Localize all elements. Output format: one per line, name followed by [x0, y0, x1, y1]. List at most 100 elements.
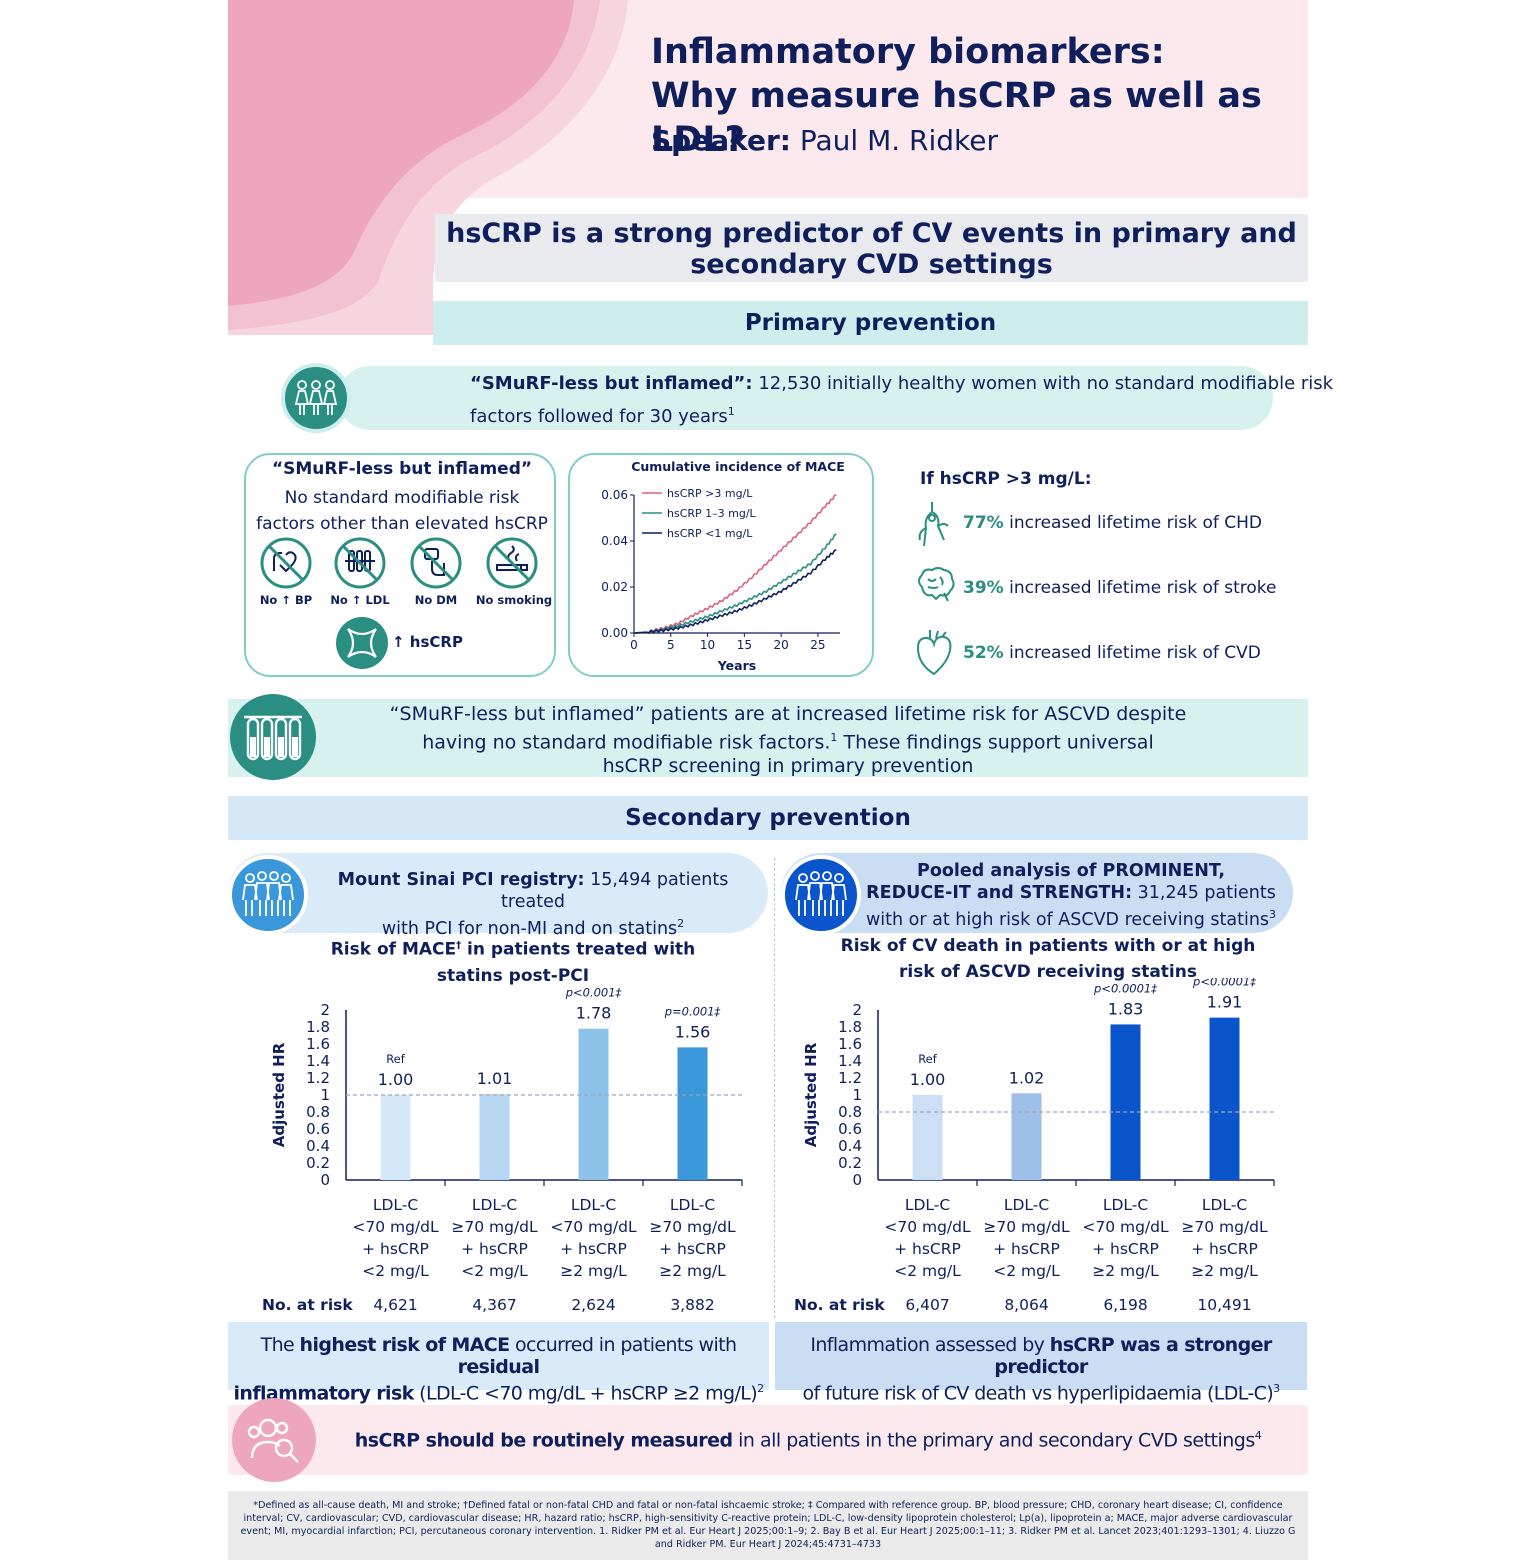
right-chart-title-line-2: risk of ASCVD receiving statins	[899, 962, 1197, 982]
left-chart-title-1a: Risk of MACE	[330, 939, 457, 960]
x-tick-label: 10	[700, 638, 715, 652]
category-label-0-1: <70 mg/dL	[352, 1218, 439, 1236]
cv-death-takeaway-line-1: Inflammation assessed by hsCRP was a str…	[775, 1334, 1307, 1378]
at-risk-value-1: 4,367	[472, 1296, 516, 1314]
women-group-icon	[281, 363, 351, 433]
mace-takeaway-1d: residual	[457, 1356, 540, 1378]
y-tick-label: 2	[852, 1001, 862, 1019]
patients-group-icon	[228, 855, 308, 935]
bar-annotation-0: Ref	[918, 1052, 938, 1066]
cigarette-icon	[486, 537, 538, 589]
primary-conclusion-text: “SMuRF-less but inflamed” patients are a…	[388, 702, 1188, 778]
bar-annotation-0: Ref	[386, 1052, 406, 1066]
smurf-study-desc: 12,530 initially healthy women with no s…	[470, 373, 1334, 427]
pooled-analysis-text: Pooled analysis of PROMINENT, REDUCE-IT …	[861, 860, 1281, 931]
mace-bar-chart: Adjusted HR00.20.40.60.811.21.41.61.821.…	[262, 986, 743, 1314]
left-chart-title-1b: in patients treated with	[461, 939, 696, 960]
bar-2	[1110, 1024, 1141, 1180]
right-chart-title-line-1: Risk of CV death in patients with or at …	[840, 936, 1256, 956]
series-line-0	[633, 494, 837, 634]
risk-chd-pct: 77%	[963, 513, 1004, 533]
x-tick-label: 0	[630, 638, 638, 652]
speaker-name: Paul M. Ridker	[790, 124, 999, 157]
at-risk-value-1: 8,064	[1004, 1296, 1048, 1314]
y-tick-label: 1.2	[838, 1069, 862, 1087]
category-label-2-1: <70 mg/dL	[1082, 1218, 1169, 1236]
mace-takeaway-1b: highest risk of MACE	[299, 1334, 511, 1356]
left-chart-title: Risk of MACE† in patients treated with s…	[268, 933, 758, 989]
poster: Inflammatory biomarkers: Why measure hsC…	[228, 0, 1333, 1560]
y-axis-label: Adjusted HR	[802, 1042, 820, 1147]
icon-label-ldl: No ↑ LDL	[330, 593, 390, 607]
cv-death-takeaway-line-2: of future risk of CV death vs hyperlipid…	[775, 1378, 1307, 1404]
mace-takeaway-1c: occurred in patients with	[509, 1334, 737, 1356]
bar-value-label-1: 1.01	[477, 1069, 513, 1088]
banner-line-2: secondary CVD settings	[690, 249, 1053, 280]
speaker-label: Speaker:	[651, 124, 791, 157]
category-label-2-2: + hsCRP	[560, 1240, 627, 1258]
smurf-study-text: “SMuRF-less but inflamed”: 12,530 initia…	[470, 370, 1360, 431]
y-tick-label: 0.4	[306, 1137, 330, 1155]
pooled-text-2: 31,245 patients	[1132, 883, 1276, 903]
cv-death-takeaway-1b: hsCRP was a stronger predictor	[994, 1334, 1272, 1378]
y-tick-label: 0.00	[601, 626, 628, 640]
women-group-glyph	[294, 380, 338, 415]
risk-stroke-text: increased lifetime risk of stroke	[1003, 578, 1277, 598]
ref-3: 3	[1269, 908, 1277, 921]
inflammation-icon	[336, 617, 388, 669]
ref-1-b: 1	[830, 731, 838, 744]
legend-label-2: hsCRP <1 mg/L	[667, 527, 753, 540]
mount-sinai-line-1: Mount Sinai PCI registry: 15,494 patient…	[308, 869, 758, 913]
right-chart-title: Risk of CV death in patients with or at …	[813, 933, 1283, 985]
left-chart-title-line-2: statins post-PCI	[436, 965, 590, 986]
bar-annotation-2: p<0.001‡	[565, 986, 622, 1000]
risk-chd-text: increased lifetime risk of CHD	[1003, 513, 1263, 533]
risk-cvd-text: increased lifetime risk of CVD	[1003, 643, 1261, 663]
series-line-2	[633, 549, 837, 634]
test-tubes-icon	[334, 537, 386, 589]
mace-takeaway-1a: The	[260, 1334, 300, 1356]
mount-sinai-text-2: with PCI for non-MI and on statins	[381, 918, 678, 939]
at-risk-value-0: 6,407	[905, 1296, 949, 1314]
footnote: *Defined as all-cause death, MI and stro…	[228, 1491, 1308, 1560]
bar-value-label-2: 1.83	[1108, 999, 1144, 1018]
mace-takeaway-line-1: The highest risk of MACE occurred in pat…	[228, 1334, 769, 1378]
icon-label-bp: No ↑ BP	[259, 593, 313, 607]
legend-label-0: hsCRP >3 mg/L	[667, 487, 753, 500]
risk-stroke-pct: 39%	[963, 578, 1004, 598]
y-tick-label: 0.8	[838, 1103, 862, 1121]
risk-heading: If hsCRP >3 mg/L:	[920, 469, 1092, 489]
smurf-card-heading: “SMuRF-less but inflamed”	[271, 459, 533, 479]
category-label-2-3: ≥2 mg/L	[1092, 1262, 1159, 1280]
bar-annotation-3: p=0.001‡	[664, 1004, 721, 1018]
at-risk-value-0: 4,621	[373, 1296, 417, 1314]
y-tick-label: 1.8	[838, 1018, 862, 1036]
final-recommendation: hsCRP should be routinely measured in al…	[228, 1405, 1308, 1475]
bar-2	[578, 1028, 609, 1180]
x-tick-label: 20	[774, 638, 789, 652]
category-label-2-0: LDL-C	[571, 1196, 616, 1214]
legend-label-1: hsCRP 1–3 mg/L	[667, 507, 757, 520]
at-risk-value-3: 3,882	[670, 1296, 714, 1314]
y-tick-label: 1.2	[306, 1069, 330, 1087]
icon-label-smoking: No smoking	[475, 593, 553, 607]
mount-sinai-bold: Mount Sinai PCI registry:	[337, 870, 585, 890]
cv-death-takeaway: Inflammation assessed by hsCRP was a str…	[775, 1322, 1307, 1404]
title-line-2: Why measure hsCRP as well as LDL?	[651, 76, 1262, 160]
primary-conclusion-line-3: hsCRP screening in primary prevention	[602, 755, 974, 778]
y-tick-label: 0.6	[306, 1120, 330, 1138]
mace-takeaway: The highest risk of MACE occurred in pat…	[228, 1322, 769, 1404]
bar-0	[912, 1095, 943, 1180]
category-label-2-1: <70 mg/dL	[550, 1218, 637, 1236]
category-label-0-1: <70 mg/dL	[884, 1218, 971, 1236]
heart-icon	[914, 628, 954, 682]
category-label-3-3: ≥2 mg/L	[659, 1262, 726, 1280]
category-label-3-3: ≥2 mg/L	[1191, 1262, 1258, 1280]
category-label-0-3: <2 mg/L	[362, 1262, 429, 1280]
y-tick-label: 1.4	[838, 1052, 862, 1070]
primary-conclusion: “SMuRF-less but inflamed” patients are a…	[228, 699, 1308, 777]
y-tick-label: 1.6	[306, 1035, 330, 1053]
y-tick-label: 1	[852, 1086, 862, 1104]
y-tick-label: 0.6	[838, 1120, 862, 1138]
